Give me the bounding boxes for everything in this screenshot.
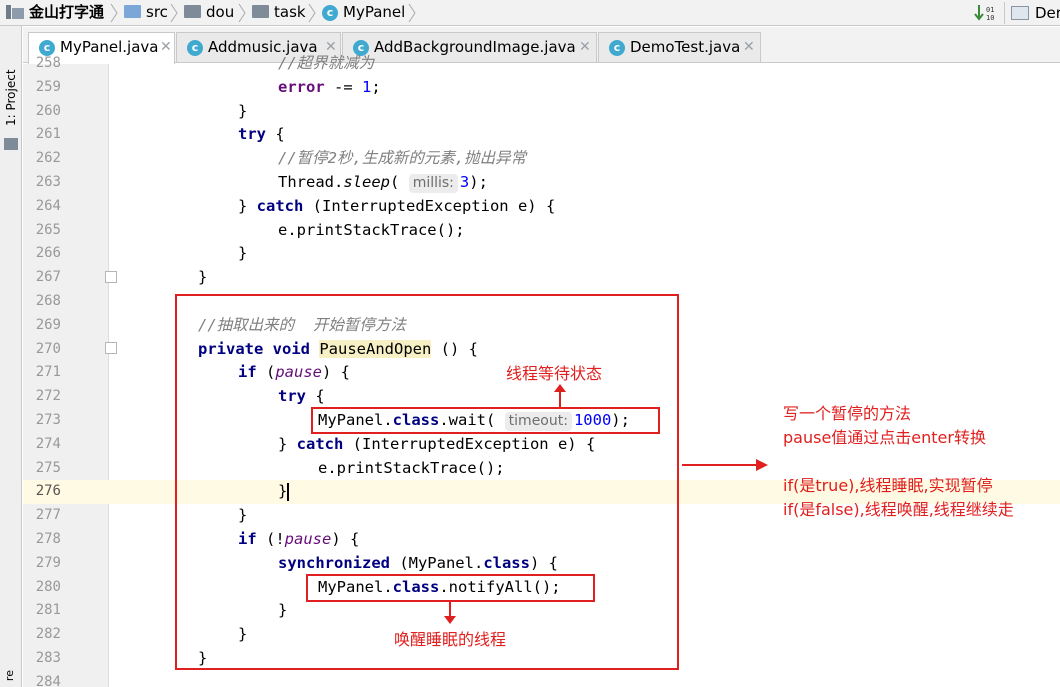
code-line-272: 272 try { — [35, 387, 325, 406]
parameter-hint: millis: — [408, 174, 458, 193]
tab-addbackgroundimage[interactable]: c AddBackgroundImage.java ✕ — [342, 32, 597, 62]
tab-mypanel[interactable]: c MyPanel.java ✕ — [28, 32, 175, 64]
code-editor[interactable]: 258 //超界就减为 259 error -= 1; 260 } 261 tr… — [23, 54, 1060, 687]
down-arrow-icon — [444, 602, 456, 624]
tool-window-bottom-label[interactable]: re — [3, 670, 16, 682]
class-icon: c — [322, 4, 338, 21]
code-line-266: 266 } — [35, 244, 248, 263]
code-line-281: 281 } — [35, 601, 288, 620]
code-line-270: 270 private void PauseAndOpen () { — [35, 339, 478, 358]
code-line-267: 267 } — [35, 268, 208, 287]
code-line-274: 274 } catch (InterruptedException e) { — [35, 434, 596, 453]
code-line-265: 265 e.printStackTrace(); — [35, 220, 465, 239]
chevron-right-icon — [170, 3, 178, 23]
code-line-279: 279 synchronized (MyPanel.class) { — [35, 553, 558, 572]
code-line-282: 282 } — [35, 625, 248, 644]
wait-call-highlight-box — [311, 407, 660, 434]
fold-marker-icon[interactable] — [105, 271, 117, 283]
class-icon: c — [609, 40, 625, 56]
close-icon[interactable]: ✕ — [743, 39, 755, 55]
code-line-260: 260 } — [35, 101, 248, 120]
code-line-262: 262 //暂停2秒,生成新的元素,抛出异常 — [35, 149, 527, 168]
structure-icon[interactable] — [4, 138, 18, 150]
class-icon: c — [39, 40, 55, 56]
tab-addmusic[interactable]: c Addmusic.java ✕ — [176, 32, 341, 62]
project-tool-button[interactable]: 1: Project — [4, 69, 18, 126]
code-line-278: 278 if (!pause) { — [35, 530, 360, 548]
code-line-280: 280 MyPanel.class.notifyAll(); — [35, 577, 561, 596]
code-line-258: 258 //超界就减为 — [35, 54, 375, 72]
svg-text:01: 01 — [986, 6, 994, 14]
explanation-note: 写一个暂停的方法 pause值通过点击enter转换 if(是true),线程睡… — [783, 404, 1014, 519]
code-line-264: 264 } catch (InterruptedException e) { — [35, 196, 556, 215]
breadcrumb-task[interactable]: task — [252, 0, 306, 25]
method-name: PauseAndOpen — [319, 339, 432, 358]
parameter-hint: timeout: — [504, 412, 572, 431]
wait-state-label: 线程等待状态 — [506, 364, 603, 383]
code-line-261: 261 try { — [35, 125, 285, 144]
right-arrow-icon — [682, 459, 768, 471]
method-highlight-box — [175, 294, 679, 670]
project-icon — [6, 4, 24, 19]
source-folder-icon — [124, 5, 141, 18]
tab-demotest[interactable]: c DemoTest.java ✕ — [598, 32, 761, 62]
code-line-263: 263 Thread.sleep( millis:3); — [35, 173, 488, 193]
code-line-276-current: 276 } — [23, 480, 1060, 505]
svg-text:10: 10 — [986, 14, 994, 22]
code-line-269: 269 //抽取出来的 开始暂停方法 — [35, 315, 406, 334]
close-icon[interactable]: ✕ — [579, 39, 591, 55]
notify-call-highlight-box — [306, 574, 595, 602]
notify-label: 唤醒睡眠的线程 — [394, 630, 507, 649]
editor-tab-bar: c MyPanel.java ✕ c Addmusic.java ✕ c Add… — [23, 27, 1060, 64]
code-line-283: 283 } — [35, 649, 208, 667]
run-configuration-button[interactable]: Der — [1004, 2, 1060, 24]
up-arrow-icon — [554, 384, 566, 408]
breadcrumb-project[interactable]: 金山打字通 — [6, 0, 104, 25]
breadcrumb-src[interactable]: src — [124, 0, 168, 25]
close-icon[interactable]: ✕ — [325, 39, 337, 55]
code-line-284: 284 — [35, 673, 61, 687]
tool-window-strip: 1: Project re — [0, 26, 22, 687]
breadcrumb-dou[interactable]: dou — [184, 0, 234, 25]
fold-marker-icon[interactable] — [105, 342, 117, 354]
code-line-273: 273 MyPanel.class.wait( timeout:1000); — [35, 411, 630, 431]
window-icon — [1011, 6, 1029, 20]
chevron-right-icon — [110, 3, 118, 23]
code-line-277: 277 } — [35, 506, 248, 525]
code-line-271: 271 if (pause) { — [35, 363, 351, 382]
close-icon[interactable]: ✕ — [160, 39, 172, 55]
class-icon: c — [353, 40, 369, 56]
chevron-right-icon — [408, 3, 416, 23]
code-line-259: 259 error -= 1; — [35, 77, 381, 96]
chevron-right-icon — [308, 3, 316, 23]
sort-binary-icon[interactable]: 01 10 — [974, 4, 998, 22]
class-icon: c — [187, 40, 203, 56]
code-line-268: 268 — [35, 293, 61, 309]
package-folder-icon — [184, 5, 201, 18]
line-number-gutter — [23, 64, 109, 687]
text-caret — [287, 482, 290, 501]
chevron-right-icon — [238, 3, 246, 23]
code-line-275: 275 e.printStackTrace(); — [35, 458, 505, 477]
package-folder-icon — [252, 5, 269, 18]
